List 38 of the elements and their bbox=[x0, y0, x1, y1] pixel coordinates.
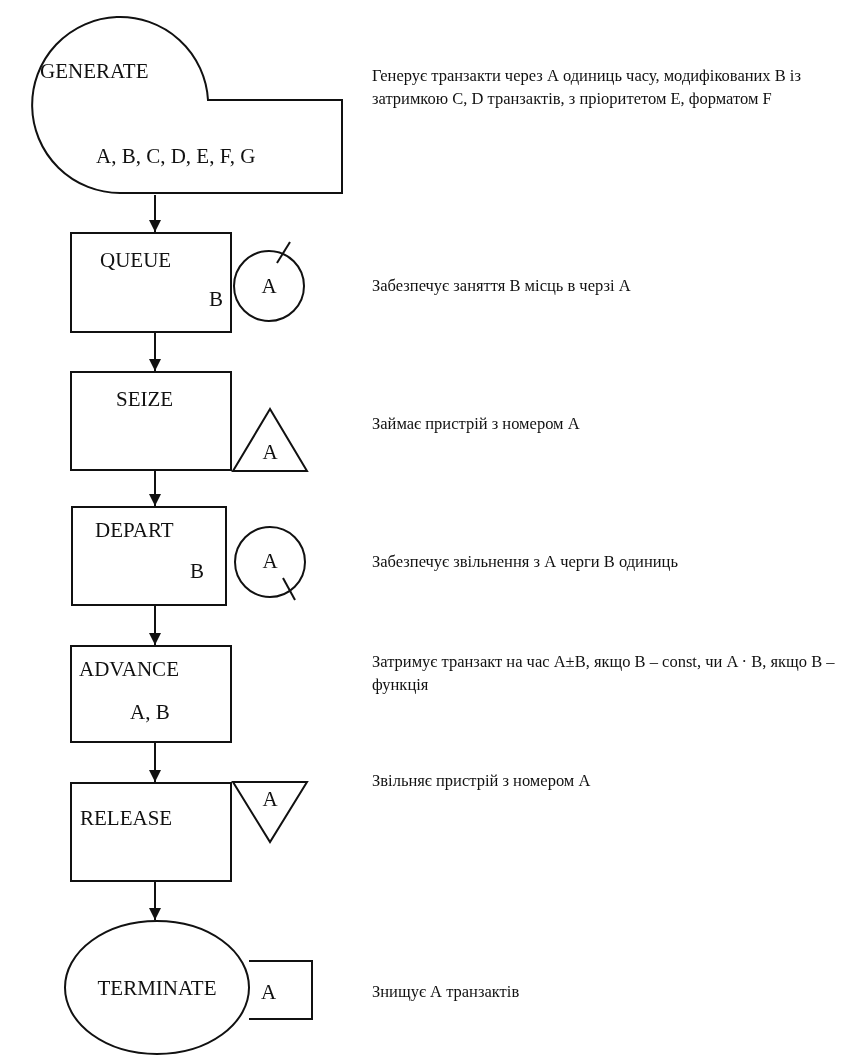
arrow bbox=[149, 332, 161, 372]
device-triangle bbox=[232, 781, 308, 843]
block-parameters: B bbox=[209, 289, 223, 310]
process-block bbox=[70, 232, 232, 333]
block-label: TERMINATE bbox=[96, 978, 218, 999]
block-label: A bbox=[261, 442, 279, 463]
block-description: Знищує А транзактів bbox=[372, 981, 521, 1003]
device-triangle bbox=[232, 408, 308, 472]
arrow bbox=[149, 605, 161, 646]
count-box bbox=[249, 960, 313, 1020]
block-label: SEIZE bbox=[116, 389, 174, 410]
block-description: Звільняє пристрій з номером А bbox=[372, 770, 592, 792]
block-parameters: B bbox=[190, 561, 204, 582]
block-label: RELEASE bbox=[80, 808, 173, 829]
process-block bbox=[70, 645, 232, 743]
block-label: A bbox=[261, 789, 279, 810]
block-description: Затримує транзакт на час A±B, якщо B – const, чи A · B, якщо B – функція bbox=[372, 651, 836, 697]
arrow bbox=[149, 194, 161, 233]
arrow bbox=[149, 470, 161, 507]
block-description: Забезпечує заняття В місць в черзі А bbox=[372, 275, 632, 297]
block-label: A bbox=[260, 276, 278, 297]
block-label: A bbox=[261, 551, 279, 572]
block-label: DEPART bbox=[95, 520, 174, 541]
block-parameters: A, B, C, D, E, F, G bbox=[96, 146, 256, 167]
block-description: Займає пристрій з номером А bbox=[372, 413, 581, 435]
terminate-ellipse bbox=[64, 920, 250, 1055]
arrow bbox=[149, 881, 161, 921]
block-description: Генерує транзакти через А одиниць часу, модифікованих В із затримкою C, D транзактів, з пріоритетом E, форматом F bbox=[372, 65, 802, 111]
block-label: ADVANCE bbox=[79, 659, 179, 680]
block-label: A bbox=[261, 982, 277, 1003]
block-label: GENERATE bbox=[40, 61, 149, 82]
process-block bbox=[71, 506, 227, 606]
block-label: QUEUE bbox=[100, 250, 172, 271]
generate-block bbox=[30, 15, 344, 195]
arrow bbox=[149, 742, 161, 783]
block-parameters: A, B bbox=[130, 702, 170, 723]
block-description: Забезпечує звільнення з А черги В одиниць bbox=[372, 551, 679, 573]
queue-circle bbox=[234, 526, 306, 602]
